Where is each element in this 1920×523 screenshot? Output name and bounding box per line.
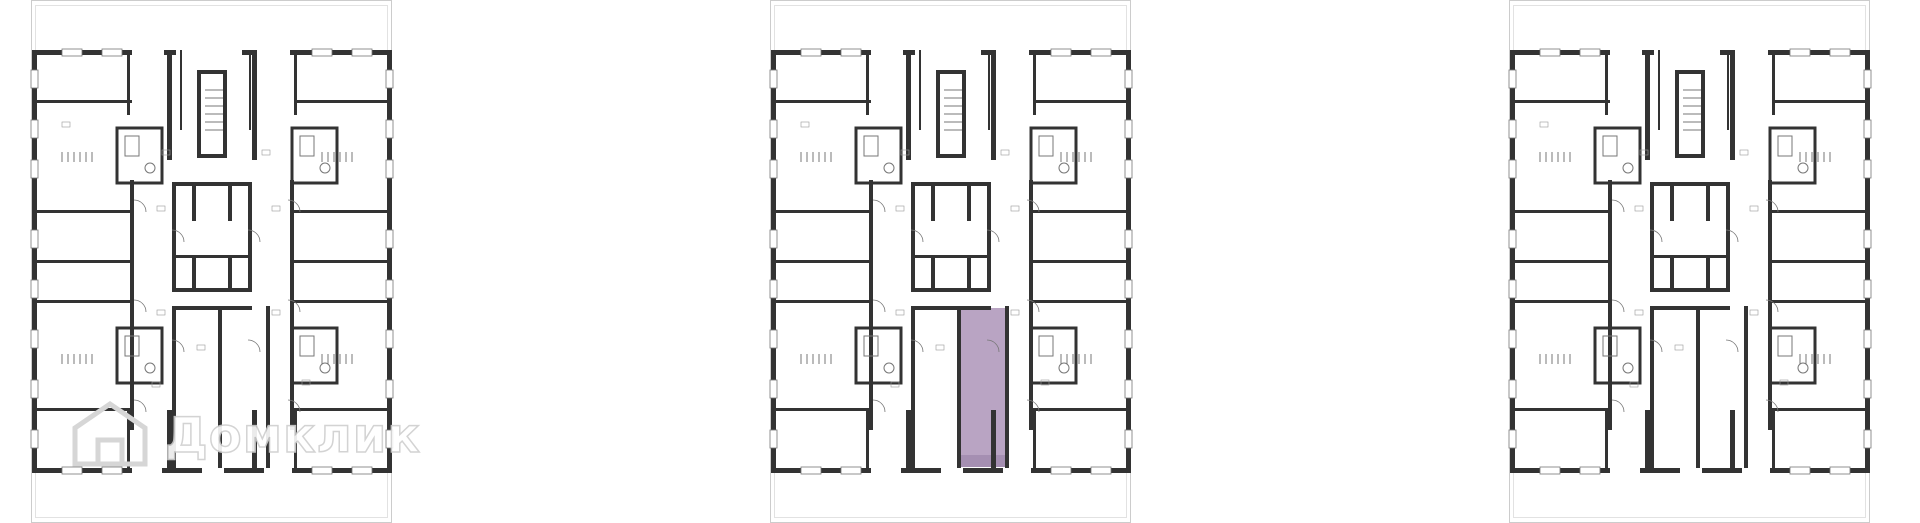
selected-apartment-highlight <box>961 308 1007 466</box>
floor-plan-center[interactable] <box>761 0 1141 523</box>
floor-plan-left[interactable] <box>22 0 402 523</box>
floor-plan-right[interactable] <box>1500 0 1880 523</box>
